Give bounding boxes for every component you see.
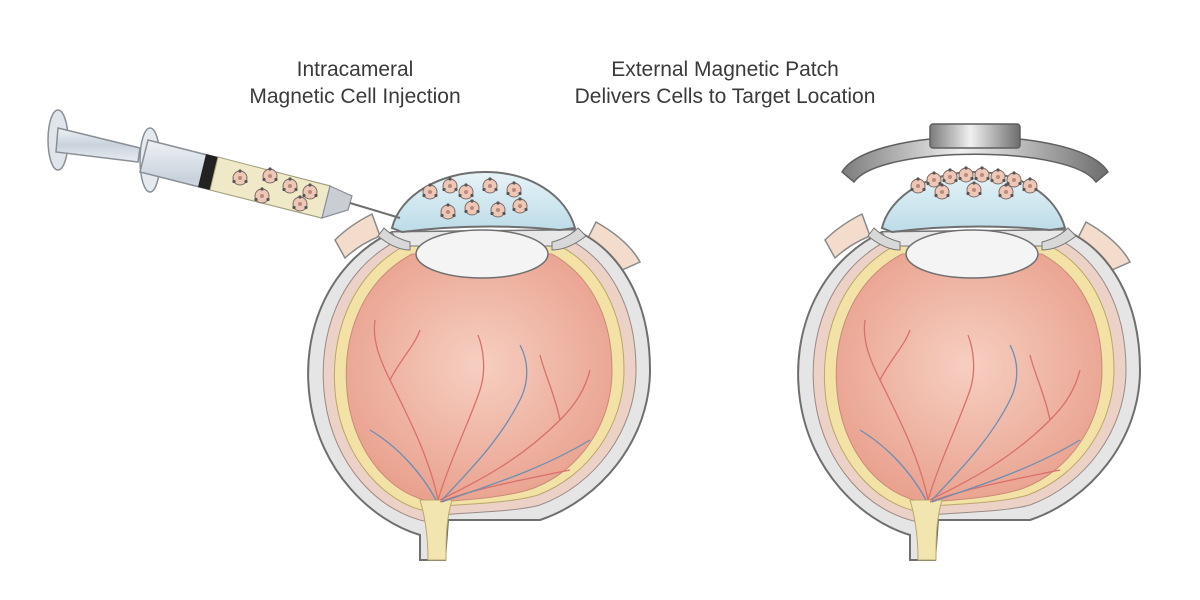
- syringe-needle: [349, 202, 401, 219]
- magnet-block: [929, 123, 1021, 149]
- retinal-vessels: [859, 319, 1081, 503]
- lens: [415, 229, 549, 279]
- caption-patch-line2: Delivers Cells to Target Location: [574, 85, 876, 108]
- caption-injection-line1: Intracameral: [296, 58, 414, 81]
- optic-nerve: [419, 499, 453, 561]
- syringe-plunger-rod: [55, 127, 141, 163]
- syringe-stopper: [198, 154, 218, 190]
- vitreous-body: [835, 253, 1103, 503]
- optic-nerve: [909, 499, 943, 561]
- ciliary-body-right: [551, 227, 587, 251]
- retinal-vessels: [369, 319, 591, 503]
- caption-patch-line1: External Magnetic Patch: [611, 58, 839, 81]
- anterior-chamber: [880, 170, 1067, 234]
- left-eye: [307, 170, 652, 561]
- vitreous-body: [345, 253, 613, 503]
- magnet-arc: [841, 136, 1109, 184]
- ciliary-body-left: [377, 227, 411, 251]
- anterior-chamber: [390, 170, 577, 234]
- syringe-hub: [321, 185, 353, 219]
- right-eye: [797, 123, 1142, 561]
- ciliary-body-left: [867, 227, 901, 251]
- lens: [905, 229, 1039, 279]
- caption-injection: Intracameral Magnetic Cell Injection: [190, 56, 520, 110]
- ciliary-body-right: [1041, 227, 1077, 251]
- caption-injection-line2: Magnetic Cell Injection: [249, 85, 461, 108]
- external-magnetic-patch: [841, 123, 1109, 184]
- syringe: [47, 109, 401, 219]
- caption-magnetic-patch: External Magnetic Patch Delivers Cells t…: [530, 56, 920, 110]
